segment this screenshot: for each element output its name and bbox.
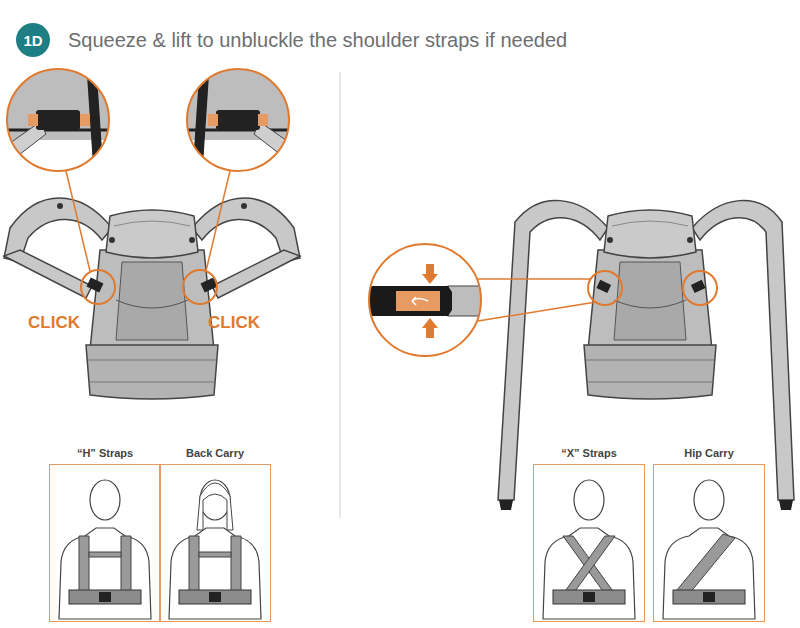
illustration-part — [183, 270, 217, 304]
illustration-part — [86, 210, 218, 399]
panel-frame — [653, 464, 765, 622]
figure-part — [89, 552, 121, 557]
figure-part — [583, 592, 595, 602]
figure-part — [199, 552, 231, 557]
illustration-part — [216, 110, 260, 130]
illustration-part — [588, 271, 622, 305]
figure-part — [574, 480, 604, 520]
click-label: CLICK — [28, 313, 80, 333]
panel-frame — [49, 464, 161, 622]
illustration-part — [478, 302, 596, 321]
illustration-part — [365, 240, 488, 360]
illustration-part — [36, 110, 80, 130]
step-title: Squeeze & lift to unbluckle the shoulder… — [68, 28, 567, 52]
figure-part — [209, 592, 221, 602]
illustration-part — [0, 60, 120, 180]
illustration-part — [0, 60, 120, 180]
figure-part — [677, 534, 735, 594]
illustration-part — [584, 210, 716, 399]
illustration-part — [7, 69, 109, 171]
click-label: CLICK — [208, 313, 260, 333]
illustration-part — [369, 244, 481, 356]
figure-part — [563, 536, 615, 594]
illustration-part — [192, 60, 210, 180]
figure-part — [121, 536, 131, 594]
figure-part — [543, 480, 635, 619]
illustration-part — [4, 250, 92, 298]
carry-panel: “H” Straps — [49, 446, 161, 622]
figure-part — [79, 536, 89, 594]
illustration-part — [0, 60, 120, 140]
illustration-part — [66, 171, 90, 271]
wearer-figures — [59, 480, 755, 619]
illustration-part — [81, 270, 115, 304]
illustration-part — [180, 60, 300, 180]
illustration-part — [206, 171, 230, 271]
figure-part — [663, 528, 755, 619]
illustration-part — [57, 203, 63, 209]
figure-part — [69, 590, 141, 604]
figure-part — [694, 480, 724, 520]
step-number: 1D — [23, 32, 42, 49]
illustration-part — [396, 291, 440, 311]
figure-part — [59, 528, 151, 619]
carry-panel: Back Carry — [159, 446, 271, 622]
figure-part — [99, 592, 111, 602]
illustration-part — [478, 278, 590, 280]
figure-part — [663, 480, 755, 619]
figure-part — [59, 480, 151, 619]
illustration-part — [422, 264, 438, 284]
figure-part — [231, 536, 241, 594]
illustration-part — [80, 114, 90, 126]
carry-panel: Hip Carry — [653, 446, 765, 622]
illustration-part — [254, 122, 300, 165]
illustration-part — [448, 286, 488, 316]
figure-part — [169, 528, 261, 619]
illustration-part — [187, 69, 289, 171]
figure-part — [703, 592, 715, 602]
illustration-part — [208, 114, 218, 126]
panel-heading: “H” Straps — [49, 446, 161, 460]
divider-line — [340, 72, 341, 518]
carry-panel: “X” Straps — [533, 446, 645, 622]
illustration-part — [499, 500, 513, 510]
panel-frame — [533, 464, 645, 622]
figure-part — [179, 590, 251, 604]
illustration-part — [28, 114, 38, 126]
illustration-part — [241, 203, 247, 209]
panel-heading: “X” Straps — [533, 446, 645, 460]
illustration-part — [412, 297, 428, 305]
panel-heading: Back Carry — [159, 446, 271, 460]
figure-part — [543, 528, 635, 619]
illustration-part — [683, 271, 717, 305]
illustration-part — [779, 500, 793, 510]
illustration-part — [366, 286, 452, 316]
step-badge: 1D — [16, 23, 50, 57]
figure-part — [90, 480, 120, 520]
figure-part — [197, 483, 233, 530]
illustration-part — [422, 318, 438, 338]
illustration-part — [212, 250, 300, 298]
illustration-part — [596, 280, 611, 293]
illustration-part — [87, 278, 104, 293]
illustration-part — [258, 114, 268, 126]
panel-heading: Hip Carry — [653, 446, 765, 460]
buckle-callout — [0, 60, 300, 304]
figure-part — [169, 480, 261, 619]
left-carrier — [4, 198, 300, 399]
figure-part — [673, 590, 745, 604]
buckle-release-callout — [365, 240, 717, 360]
figure-part — [553, 590, 625, 604]
panel-frame — [159, 464, 271, 622]
illustration-part — [691, 280, 706, 293]
figure-part — [189, 536, 199, 594]
illustration-part — [180, 60, 300, 180]
figure-part — [563, 536, 615, 594]
